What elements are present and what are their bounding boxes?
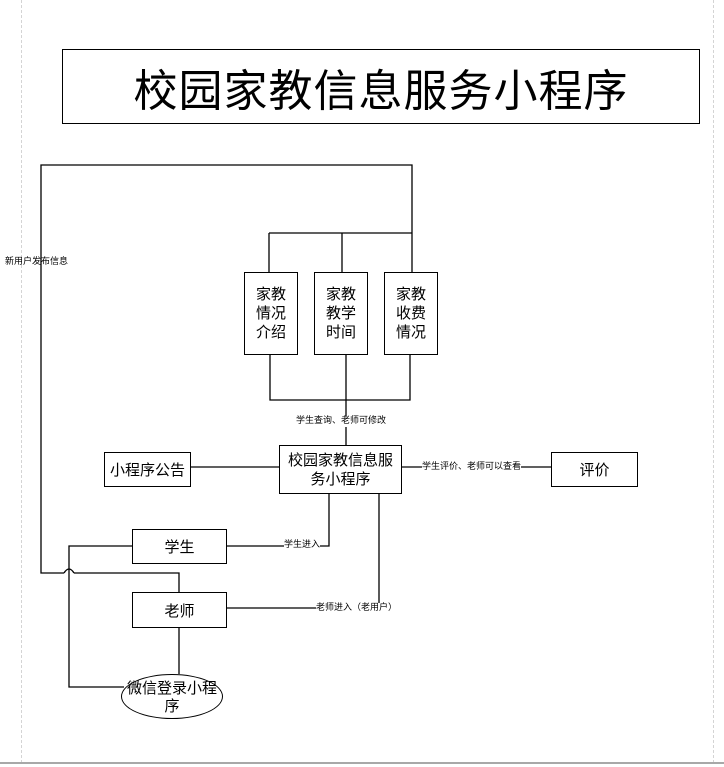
diagram-title: 校园家教信息服务小程序 xyxy=(62,49,700,124)
module-teaching-time: 家教教学时间 xyxy=(314,272,368,355)
announcement-box: 小程序公告 xyxy=(104,452,191,487)
module-tutor-intro: 家教情况介绍 xyxy=(244,272,298,355)
connector-module-bus xyxy=(268,232,413,272)
connector-modules-to-center xyxy=(269,354,411,445)
student-box: 学生 xyxy=(132,529,227,564)
page-margin-right xyxy=(713,0,714,763)
label-student-eval-teacher-view: 学生评价、老师可以查看 xyxy=(422,462,522,473)
center-miniprogram: 校园家教信息服务小程序 xyxy=(279,445,402,494)
label-student-enter: 学生进入 xyxy=(284,540,321,551)
page-margin-left xyxy=(21,0,22,763)
label-student-query-teacher-edit: 学生查询、老师可修改 xyxy=(296,416,387,427)
page-bottom-edge xyxy=(0,762,724,764)
wechat-login-ellipse: 微信登录小程序 xyxy=(121,674,223,719)
teacher-box: 老师 xyxy=(132,592,227,628)
connector-student-wechat xyxy=(68,545,132,688)
connector-student-enter xyxy=(227,494,330,547)
evaluation-box: 评价 xyxy=(551,452,638,487)
connector-new-user-loop xyxy=(40,164,413,592)
module-fee-info: 家教收费情况 xyxy=(384,272,438,355)
connector-teacher-enter xyxy=(227,494,380,609)
label-teacher-enter: 老师进入（老用户） xyxy=(316,603,398,614)
label-new-user-publish: 新用户发布信息 xyxy=(5,257,69,267)
